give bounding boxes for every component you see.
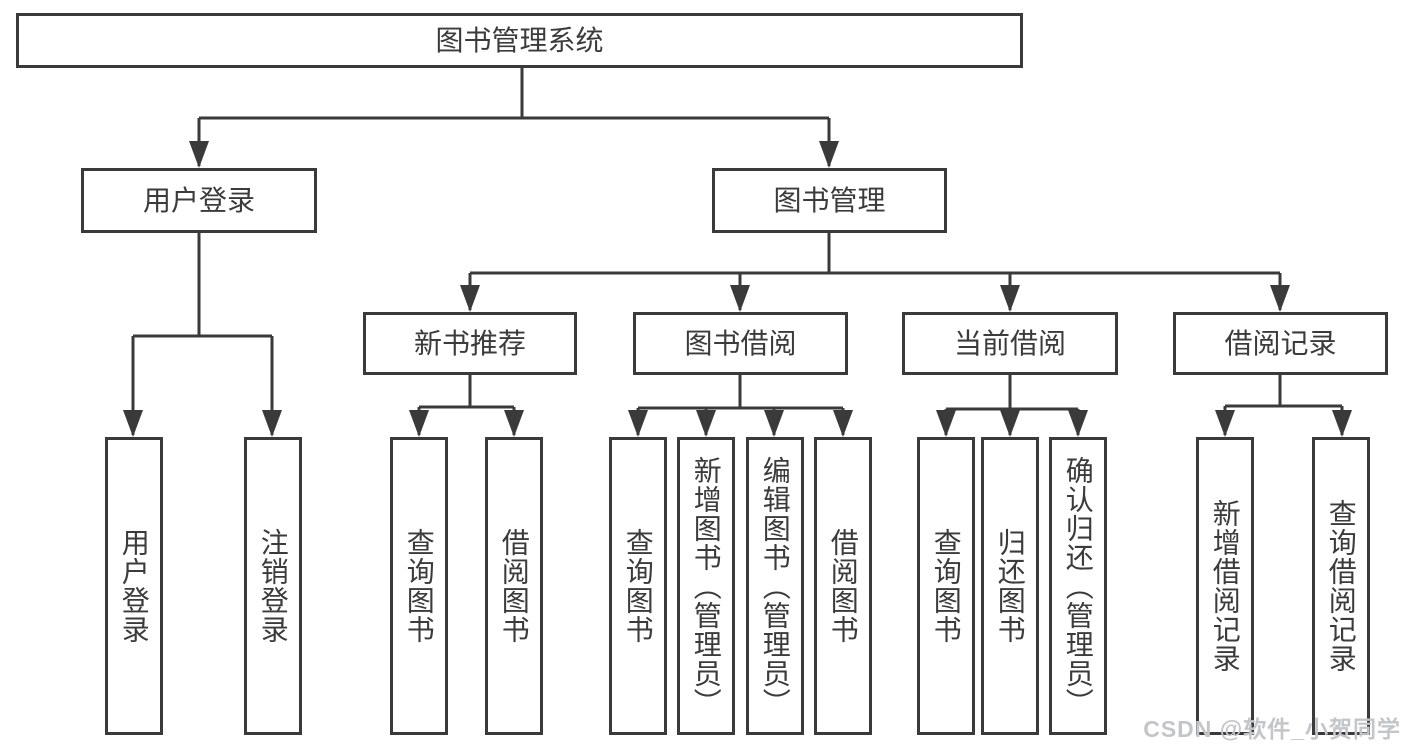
node-new-book-recommendation: 新书推荐 [363, 312, 577, 375]
node-library-management-system: 图书管理系统 [16, 13, 1023, 68]
node-label: 借阅图书 [827, 528, 859, 644]
node-label: 图书管理系统 [435, 24, 604, 56]
arrow-down-icons [123, 141, 1352, 437]
connector-lines [131, 68, 1344, 435]
node-current-borrowing: 当前借阅 [902, 312, 1118, 375]
node-label: 新书推荐 [413, 327, 526, 359]
leaf-query-books-borrow: 查询图书 [609, 437, 667, 735]
node-label: 查询图书 [403, 528, 435, 644]
leaf-query-books-recommend: 查询图书 [390, 437, 448, 735]
leaf-add-book-admin: 新增图书（管理员） [677, 437, 735, 735]
node-label: 用户登录 [118, 528, 150, 644]
leaf-return-book: 归还图书 [981, 437, 1039, 735]
node-label: 图书管理 [773, 184, 886, 216]
node-label: 归还图书 [994, 528, 1026, 644]
leaf-edit-book-admin: 编辑图书（管理员） [746, 437, 804, 735]
node-label: 图书借阅 [684, 327, 797, 359]
node-label: 查询图书 [622, 528, 654, 644]
node-book-borrowing: 图书借阅 [633, 312, 848, 375]
node-label: 借阅记录 [1224, 327, 1337, 359]
leaf-borrow-books: 借阅图书 [814, 437, 872, 735]
node-label: 当前借阅 [953, 327, 1066, 359]
node-label: 借阅图书 [498, 528, 530, 644]
leaf-logout: 注销登录 [244, 437, 302, 735]
node-label: 编辑图书（管理员） [759, 455, 791, 717]
leaf-add-borrow-record: 新增借阅记录 [1196, 437, 1254, 735]
node-label: 确认归还（管理员） [1062, 455, 1094, 717]
node-label: 新增借阅记录 [1209, 499, 1241, 673]
node-label: 查询图书 [930, 528, 962, 644]
node-label: 新增图书（管理员） [690, 455, 722, 717]
node-label: 查询借阅记录 [1325, 499, 1357, 673]
leaf-confirm-return-admin: 确认归还（管理员） [1049, 437, 1107, 735]
node-label: 注销登录 [257, 528, 289, 644]
leaf-user-login: 用户登录 [105, 437, 163, 735]
node-label: 用户登录 [142, 184, 255, 216]
leaf-query-borrow-record: 查询借阅记录 [1312, 437, 1370, 735]
node-book-management: 图书管理 [712, 168, 947, 233]
leaf-query-books-current: 查询图书 [917, 437, 975, 735]
node-borrowing-records: 借阅记录 [1173, 312, 1388, 375]
leaf-borrow-books-recommend: 借阅图书 [485, 437, 543, 735]
node-user-login: 用户登录 [81, 168, 317, 233]
